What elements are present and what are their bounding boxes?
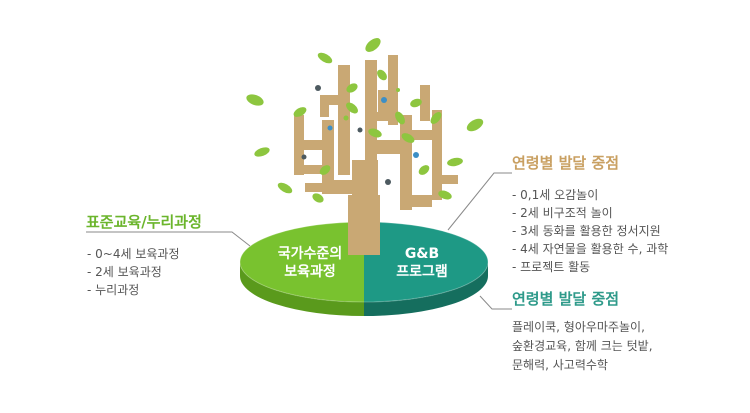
platform-right-label: G&B 프로그램 bbox=[372, 245, 472, 281]
list-item: - 2세 보육과정 bbox=[87, 265, 162, 279]
right-bottom-item-list: 플레이쿡, 형아우마주놀이, 숲환경교육, 함께 크는 텃밭, 문해력, 사고력… bbox=[512, 318, 653, 375]
list-item: - 누리과정 bbox=[87, 283, 140, 297]
list-item: 숲환경교육, 함께 크는 텃밭, bbox=[512, 339, 653, 353]
right-top-item-list: - 0,1세 오감놀이 - 2세 비구조적 놀이 - 3세 동화를 활용한 정서… bbox=[512, 186, 668, 276]
list-item: 플레이쿡, 형아우마주놀이, bbox=[512, 320, 645, 334]
right-top-callout-line bbox=[447, 172, 512, 231]
platform-right-line: G&B bbox=[404, 246, 440, 262]
platform-left-line: 국가수준의 bbox=[277, 246, 343, 262]
platform-right-line: 프로그램 bbox=[396, 264, 448, 280]
tree-trunk bbox=[294, 55, 458, 255]
platform-side-green bbox=[240, 262, 364, 316]
list-item: - 0,1세 오감놀이 bbox=[512, 188, 599, 202]
right-bottom-callout-line bbox=[479, 295, 512, 310]
tree-leaves bbox=[246, 38, 484, 203]
list-item: 문해력, 사고력수학 bbox=[512, 358, 608, 372]
right-bottom-heading: 연령별 발달 중점 bbox=[512, 290, 620, 308]
list-item: - 2세 비구조적 놀이 bbox=[512, 206, 613, 220]
left-heading: 표준교육/누리과정 bbox=[86, 213, 202, 231]
platform-left-label: 국가수준의 보육과정 bbox=[258, 245, 362, 281]
list-item: - 4세 자연물을 활용한 수, 과학 bbox=[512, 242, 669, 256]
callout-lines bbox=[86, 172, 512, 310]
platform-side-teal bbox=[364, 262, 488, 316]
right-top-heading: 연령별 발달 중점 bbox=[512, 154, 620, 172]
list-item: - 3세 동화를 활용한 정서지원 bbox=[512, 224, 661, 238]
left-callout-line bbox=[86, 231, 251, 247]
left-item-list: - 0~4세 보육과정 - 2세 보육과정 - 누리과정 bbox=[87, 245, 179, 299]
platform-top-teal bbox=[364, 222, 488, 302]
platform-top-green bbox=[240, 222, 364, 302]
platform-base bbox=[239, 221, 489, 316]
platform-left-line: 보육과정 bbox=[284, 264, 336, 280]
list-item: - 0~4세 보육과정 bbox=[87, 247, 180, 261]
list-item: - 프로젝트 활동 bbox=[512, 260, 591, 274]
tree-dots bbox=[301, 85, 419, 185]
